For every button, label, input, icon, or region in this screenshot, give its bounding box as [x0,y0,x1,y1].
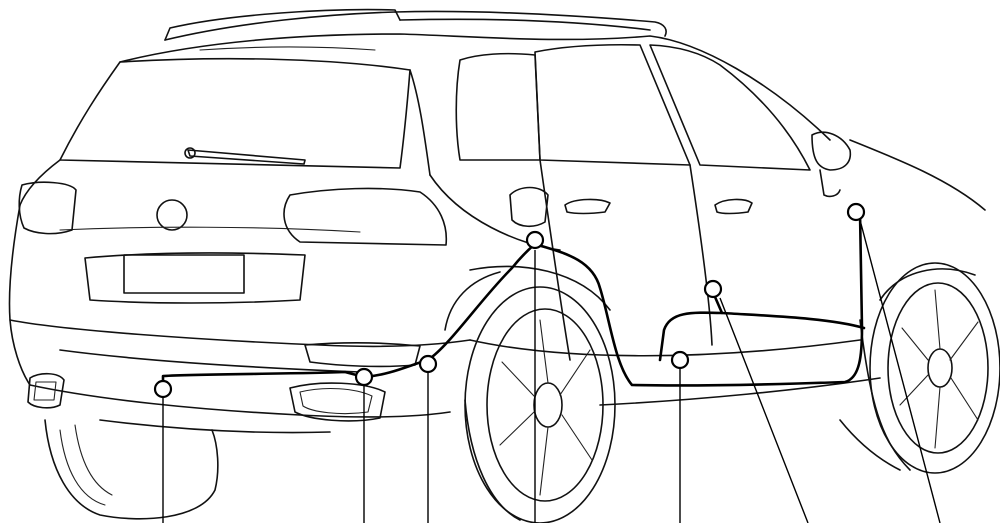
roof-outline [119,8,831,141]
rear-hatch [19,57,431,304]
rear-bumper [8,204,471,434]
leader-lines [162,219,941,523]
rear-wheel-left [44,419,219,520]
rear-bumper-right-connector [418,354,438,374]
front-door-connector [703,279,723,299]
rear-bumper-left-connector [153,379,173,399]
rear-bumper-center-connector [354,367,374,387]
rear-wheel-arch-connector [525,230,545,250]
front-fender-connector [846,202,866,222]
connector-points [153,202,866,399]
front-wheel [839,262,1000,474]
side-body [429,43,986,406]
rear-wheel-right [444,265,616,523]
rear-door-lower-connector [670,350,690,370]
tail-lights [18,181,448,246]
